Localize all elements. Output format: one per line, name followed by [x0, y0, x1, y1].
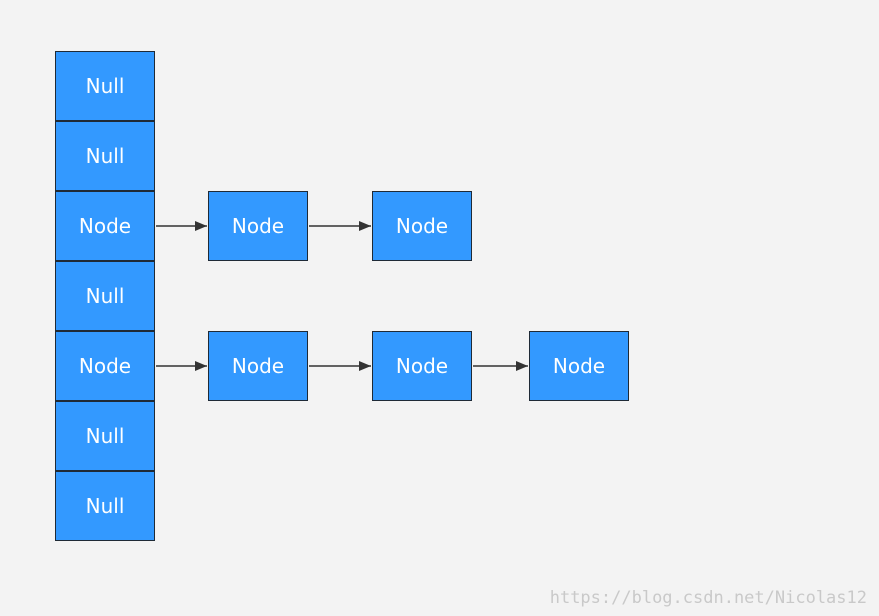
- array-cell-4: Node: [55, 331, 155, 401]
- array-cell-label: Null: [85, 424, 125, 448]
- array-cell-label: Node: [78, 214, 132, 238]
- chain-node-label: Node: [231, 214, 285, 238]
- chain-node-label: Node: [395, 214, 449, 238]
- array-cell-5: Null: [55, 401, 155, 471]
- array-cell-label: Null: [85, 494, 125, 518]
- chain-node-label: Node: [552, 354, 606, 378]
- array-cell-label: Null: [85, 284, 125, 308]
- array-cell-2: Node: [55, 191, 155, 261]
- chain-1-node-1: Node: [372, 331, 472, 401]
- chain-1-node-0: Node: [208, 331, 308, 401]
- array-cell-0: Null: [55, 51, 155, 121]
- array-cell-label: Node: [78, 354, 132, 378]
- array-cell-3: Null: [55, 261, 155, 331]
- chain-0-node-0: Node: [208, 191, 308, 261]
- chain-0-node-1: Node: [372, 191, 472, 261]
- watermark-text: https://blog.csdn.net/Nicolas12: [549, 588, 867, 608]
- chain-node-label: Node: [395, 354, 449, 378]
- chain-1-node-2: Node: [529, 331, 629, 401]
- array-cell-1: Null: [55, 121, 155, 191]
- array-cell-label: Null: [85, 144, 125, 168]
- array-cell-label: Null: [85, 74, 125, 98]
- chain-node-label: Node: [231, 354, 285, 378]
- array-cell-6: Null: [55, 471, 155, 541]
